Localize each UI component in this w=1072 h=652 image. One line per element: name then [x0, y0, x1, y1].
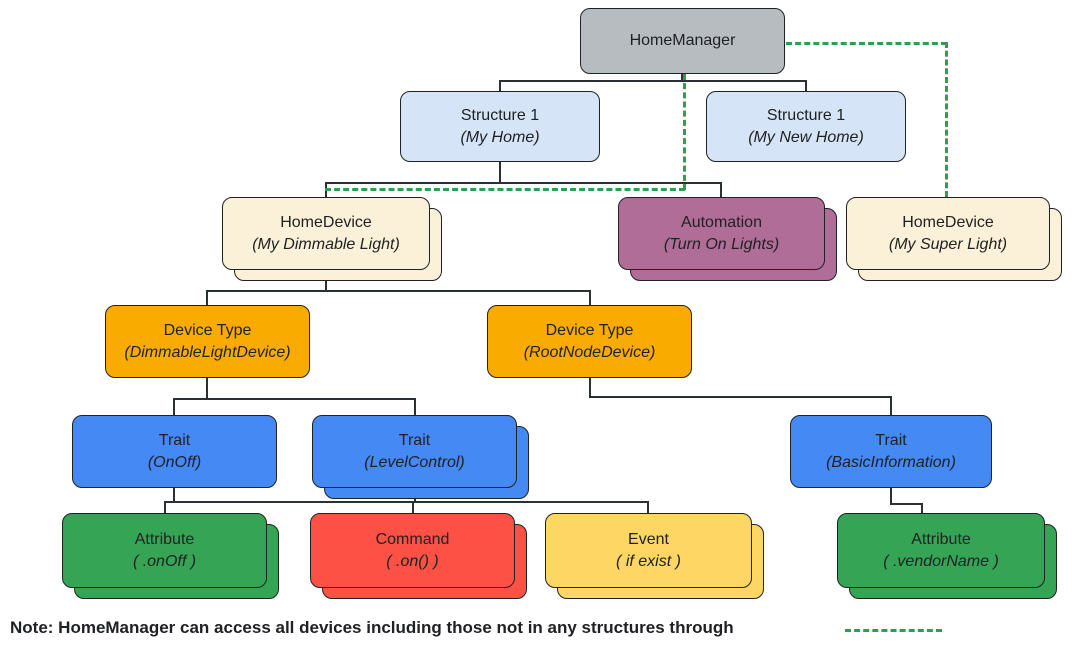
node-title: Structure 1	[766, 106, 846, 124]
connector	[173, 398, 175, 415]
node-title: Trait	[158, 431, 191, 449]
connector	[890, 503, 923, 505]
dashed-access-link	[945, 42, 948, 197]
node-device-type-dimmablelightdevice: Device Type (DimmableLightDevice)	[105, 305, 310, 378]
node-title: HomeDevice	[902, 213, 994, 231]
connector	[647, 501, 649, 513]
node-title: HomeDevice	[280, 213, 372, 231]
node-automation-turn-on-lights: Automation (Turn On Lights)	[618, 197, 825, 270]
connector	[589, 378, 591, 396]
connector	[890, 396, 892, 415]
node-title: Device Type	[163, 321, 252, 339]
node-structure-1-my-new-home: Structure 1 (My New Home)	[706, 91, 906, 162]
connector	[499, 162, 501, 182]
connector	[500, 80, 806, 82]
connector	[412, 501, 414, 513]
node-title: Attribute	[911, 530, 971, 548]
connector	[164, 501, 649, 503]
node-subtitle: ( .vendorName )	[883, 552, 999, 570]
connector	[921, 503, 923, 513]
connector	[805, 80, 807, 91]
node-device-type-rootnodedevice: Device Type (RootNodeDevice)	[487, 305, 692, 378]
node-command-on: Command ( .on() )	[310, 513, 515, 588]
node-trait-onoff: Trait (OnOff)	[72, 415, 277, 488]
connector	[325, 182, 722, 184]
dashed-line-legend-sample	[845, 629, 942, 632]
connector	[890, 488, 892, 503]
node-homedevice-my-dimmable-light: HomeDevice (My Dimmable Light)	[222, 197, 430, 270]
connector	[206, 378, 208, 398]
node-subtitle: (My Home)	[460, 128, 540, 146]
node-title: Event	[628, 530, 669, 548]
connector	[173, 398, 416, 400]
node-title: HomeManager	[629, 32, 736, 49]
node-title: Trait	[398, 431, 431, 449]
connector	[173, 488, 175, 501]
node-title: Device Type	[545, 321, 634, 339]
dashed-access-link	[683, 74, 686, 190]
node-subtitle: ( .on() )	[386, 552, 439, 570]
connector	[499, 80, 501, 91]
node-homemanager: HomeManager	[580, 8, 785, 74]
connector	[589, 396, 892, 398]
dashed-access-link	[786, 42, 947, 45]
note-text: Note: HomeManager can access all devices…	[10, 618, 734, 637]
node-event-if-exist: Event ( if exist )	[545, 513, 752, 588]
node-title: Command	[375, 530, 450, 548]
node-subtitle: (LevelControl)	[364, 453, 465, 471]
node-subtitle: (My Dimmable Light)	[252, 235, 400, 253]
connector	[681, 74, 683, 81]
node-subtitle: (My Super Light)	[888, 235, 1008, 253]
node-subtitle: (OnOff)	[147, 453, 202, 471]
node-subtitle: (BasicInformation)	[826, 453, 956, 471]
node-title: Attribute	[134, 530, 195, 548]
node-homedevice-my-super-light: HomeDevice (My Super Light)	[846, 197, 1050, 270]
connector	[206, 290, 591, 292]
connector	[414, 398, 416, 415]
node-trait-levelcontrol: Trait (LevelControl)	[312, 415, 517, 488]
node-subtitle: ( if exist )	[616, 552, 681, 570]
node-trait-basicinformation: Trait (BasicInformation)	[790, 415, 992, 488]
node-subtitle: (RootNodeDevice)	[523, 343, 656, 361]
connector	[164, 501, 166, 513]
node-subtitle: ( .onOff )	[132, 552, 197, 570]
node-attribute-vendorname: Attribute ( .vendorName )	[837, 513, 1045, 588]
node-title: Structure 1	[460, 106, 540, 124]
node-subtitle: (My New Home)	[748, 128, 864, 146]
node-attribute-onoff: Attribute ( .onOff )	[62, 513, 267, 588]
connector	[206, 290, 208, 305]
dashed-access-link	[325, 188, 685, 191]
node-title: Trait	[875, 431, 907, 449]
connector	[720, 182, 722, 197]
node-subtitle: (DimmableLightDevice)	[124, 343, 291, 361]
node-structure-1-my-home: Structure 1 (My Home)	[400, 91, 600, 162]
node-title: Automation	[681, 213, 762, 231]
connector	[589, 290, 591, 305]
node-subtitle: (Turn On Lights)	[663, 235, 780, 253]
